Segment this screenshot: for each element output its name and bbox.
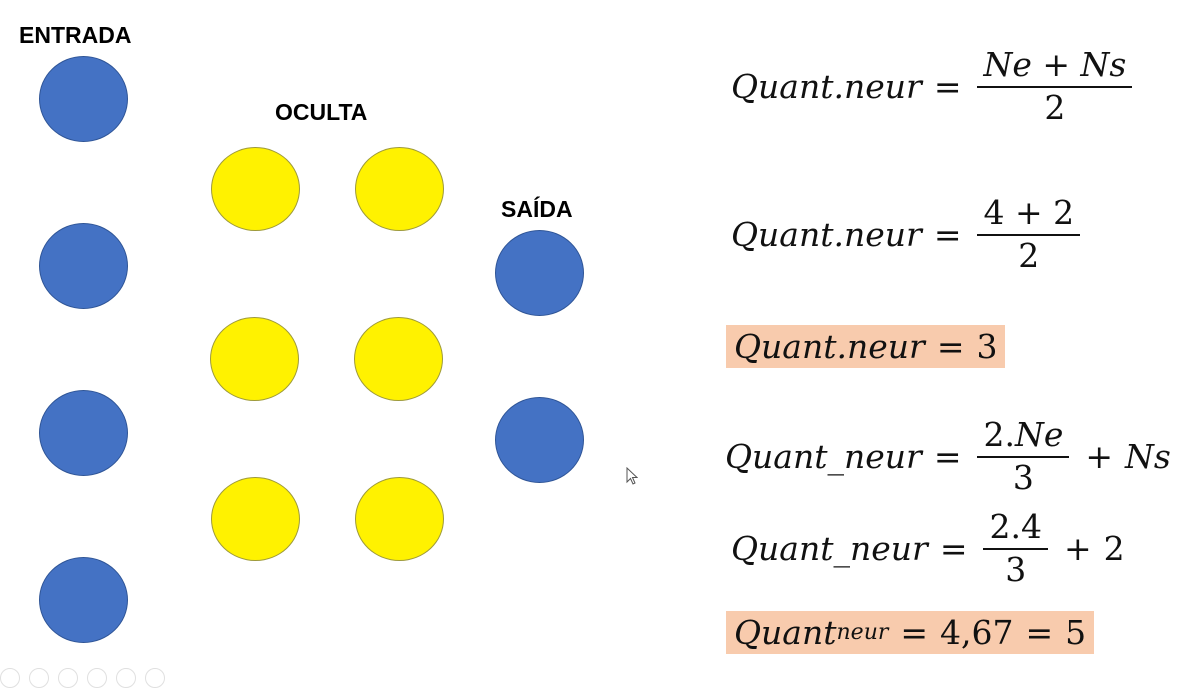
eq6-equals-2: =	[1025, 613, 1054, 652]
equation-4: Quant_neur = 2.Ne 3 + Ns	[725, 415, 1171, 497]
input-neuron-1	[39, 56, 128, 142]
eq5-fraction: 2.4 3	[983, 509, 1048, 589]
equation-5: Quant_neur = 2.4 3 + 2	[731, 509, 1125, 589]
eq5-plus: +	[1063, 529, 1092, 569]
equation-2: Quant.neur = 4 + 2 2	[731, 195, 1084, 275]
eq4-fraction: 2.Ne 3	[977, 415, 1070, 497]
eq2-equals: =	[933, 215, 962, 255]
eq4-lhs: Quant_neur	[725, 437, 922, 477]
input-neuron-2	[39, 223, 128, 309]
eq4-plus: +	[1085, 437, 1114, 477]
hidden-neuron-6	[355, 477, 444, 561]
eq4-equals: =	[933, 437, 962, 477]
eq6-result-rounded: 5	[1065, 613, 1087, 652]
eq2-numerator: 4 + 2	[977, 195, 1081, 236]
eq2-denominator: 2	[1018, 235, 1040, 275]
eq4-tail: Ns	[1125, 437, 1171, 477]
eq5-numerator: 2.4	[983, 509, 1048, 550]
eq3-lhs: Quant.neur	[734, 327, 925, 366]
eq1-equals: =	[933, 67, 962, 107]
eq6-result-decimal: 4,67	[940, 613, 1014, 652]
hidden-neuron-4	[354, 317, 443, 401]
eq6-lhs-base: Quant	[734, 613, 837, 652]
equation-1: Quant.neur = Ne + Ns 2	[731, 47, 1136, 127]
toolbar-slides-icon[interactable]	[87, 668, 107, 688]
eq4-numerator: 2.Ne	[977, 415, 1070, 458]
eq6-equals-1: =	[900, 613, 929, 652]
eq4-numerator-coef: 2.	[983, 415, 1015, 454]
mouse-cursor-icon	[626, 467, 638, 485]
output-neuron-1	[495, 230, 584, 316]
eq1-lhs: Quant.neur	[731, 67, 922, 107]
eq5-equals: =	[939, 529, 968, 569]
eq1-numerator: Ne + Ns	[977, 47, 1133, 88]
eq3-equals: =	[936, 327, 965, 366]
eq4-numerator-var: Ne	[1014, 415, 1064, 454]
eq2-lhs: Quant.neur	[731, 215, 922, 255]
input-neuron-3	[39, 390, 128, 476]
toolbar-zoom-icon[interactable]	[116, 668, 136, 688]
equation-3-highlight: Quant.neur = 3	[726, 325, 1006, 368]
toolbar-back-icon[interactable]	[0, 668, 20, 688]
eq5-tail: 2	[1103, 529, 1125, 569]
eq1-denominator: 2	[1044, 87, 1066, 127]
eq5-denominator: 3	[1005, 549, 1027, 589]
input-layer-label: ENTRADA	[19, 22, 132, 48]
toolbar-more-icon[interactable]	[145, 668, 165, 688]
eq1-fraction: Ne + Ns 2	[977, 47, 1133, 127]
eq2-fraction: 4 + 2 2	[977, 195, 1081, 275]
eq5-lhs: Quant_neur	[731, 529, 928, 569]
hidden-neuron-1	[211, 147, 300, 231]
output-neuron-2	[495, 397, 584, 483]
eq6-lhs-subscript: neur	[836, 620, 889, 645]
eq3-result: 3	[976, 327, 998, 366]
toolbar-pen-icon[interactable]	[58, 668, 78, 688]
output-layer-label: SAÍDA	[501, 196, 573, 222]
hidden-neuron-5	[211, 477, 300, 561]
toolbar-pointer-icon[interactable]	[29, 668, 49, 688]
input-neuron-4	[39, 557, 128, 643]
hidden-neuron-2	[355, 147, 444, 231]
hidden-neuron-3	[210, 317, 299, 401]
hidden-layer-label: OCULTA	[275, 99, 368, 125]
presentation-toolbar	[0, 668, 165, 688]
eq4-denominator: 3	[1012, 457, 1034, 497]
